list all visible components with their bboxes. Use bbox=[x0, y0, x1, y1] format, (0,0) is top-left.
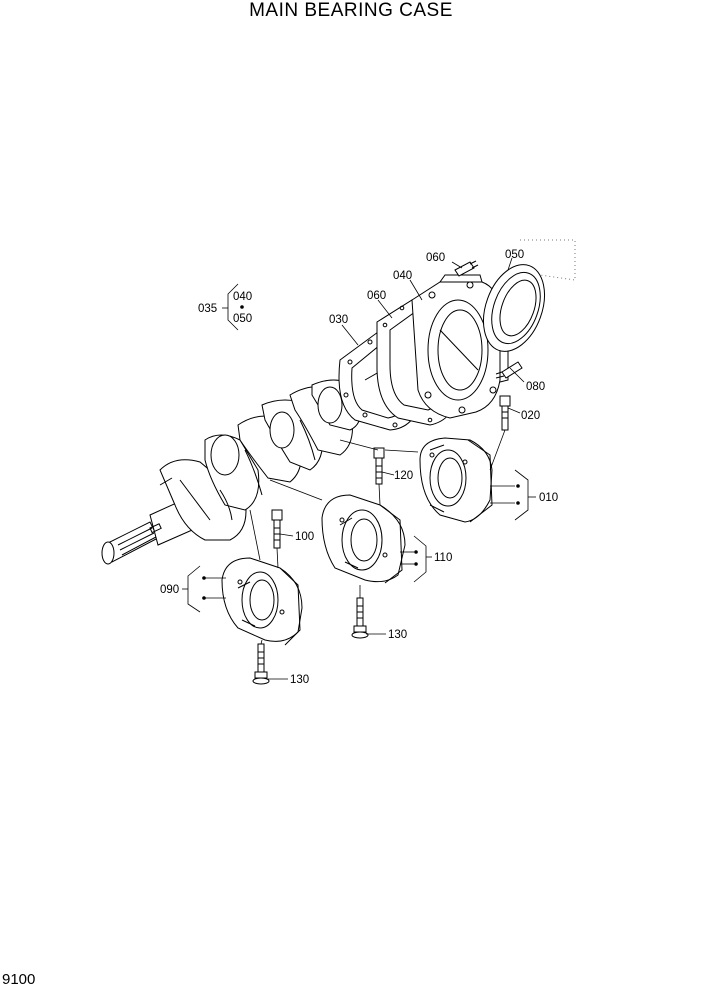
bolt-120-drawing bbox=[373, 447, 385, 485]
bracket-090 bbox=[182, 565, 226, 613]
alignment-lines bbox=[249, 429, 506, 645]
bearing-case-090-drawing bbox=[221, 557, 303, 646]
callout-080: 080 bbox=[526, 381, 545, 393]
callout-035: 035 bbox=[198, 303, 217, 315]
callout-020: 020 bbox=[521, 410, 540, 422]
bearing-case-110-drawing bbox=[321, 494, 406, 584]
callout-130-upper: 130 bbox=[388, 629, 407, 641]
bolt-020-drawing bbox=[499, 395, 511, 431]
page-number: 9100 bbox=[2, 971, 36, 988]
callout-100: 100 bbox=[295, 531, 314, 543]
callout-040: 040 bbox=[393, 270, 412, 282]
callout-110: 110 bbox=[434, 552, 452, 564]
callout-130-lower: 130 bbox=[290, 674, 309, 686]
bracket-035 bbox=[222, 283, 239, 331]
callout-120: 120 bbox=[394, 470, 413, 482]
bearing-case-010-drawing bbox=[419, 437, 493, 523]
bracket-010 bbox=[490, 469, 536, 521]
oil-seal-050-drawing bbox=[483, 239, 576, 352]
callout-035-item-040: 040 bbox=[233, 291, 252, 303]
bolt-070-drawing bbox=[454, 260, 479, 277]
bolt-130-lower-drawing bbox=[252, 643, 270, 685]
callout-010: 010 bbox=[539, 492, 558, 504]
callout-030: 030 bbox=[329, 314, 348, 326]
bracket-110 bbox=[400, 535, 432, 583]
callout-070: 060 bbox=[426, 252, 445, 264]
callout-060: 060 bbox=[367, 290, 386, 302]
bracket-dots bbox=[202, 305, 520, 600]
page-title: MAIN BEARING CASE bbox=[249, 0, 453, 21]
leader-lines bbox=[268, 257, 525, 680]
bearing-housing-040-drawing bbox=[411, 274, 509, 419]
callout-090: 090 bbox=[160, 584, 179, 596]
callout-035-item-050: 050 bbox=[233, 313, 252, 325]
callout-050: 050 bbox=[505, 249, 524, 261]
crankshaft-drawing bbox=[101, 379, 363, 565]
bolt-100-drawing bbox=[271, 509, 283, 549]
bolt-130-upper-drawing bbox=[351, 597, 369, 639]
